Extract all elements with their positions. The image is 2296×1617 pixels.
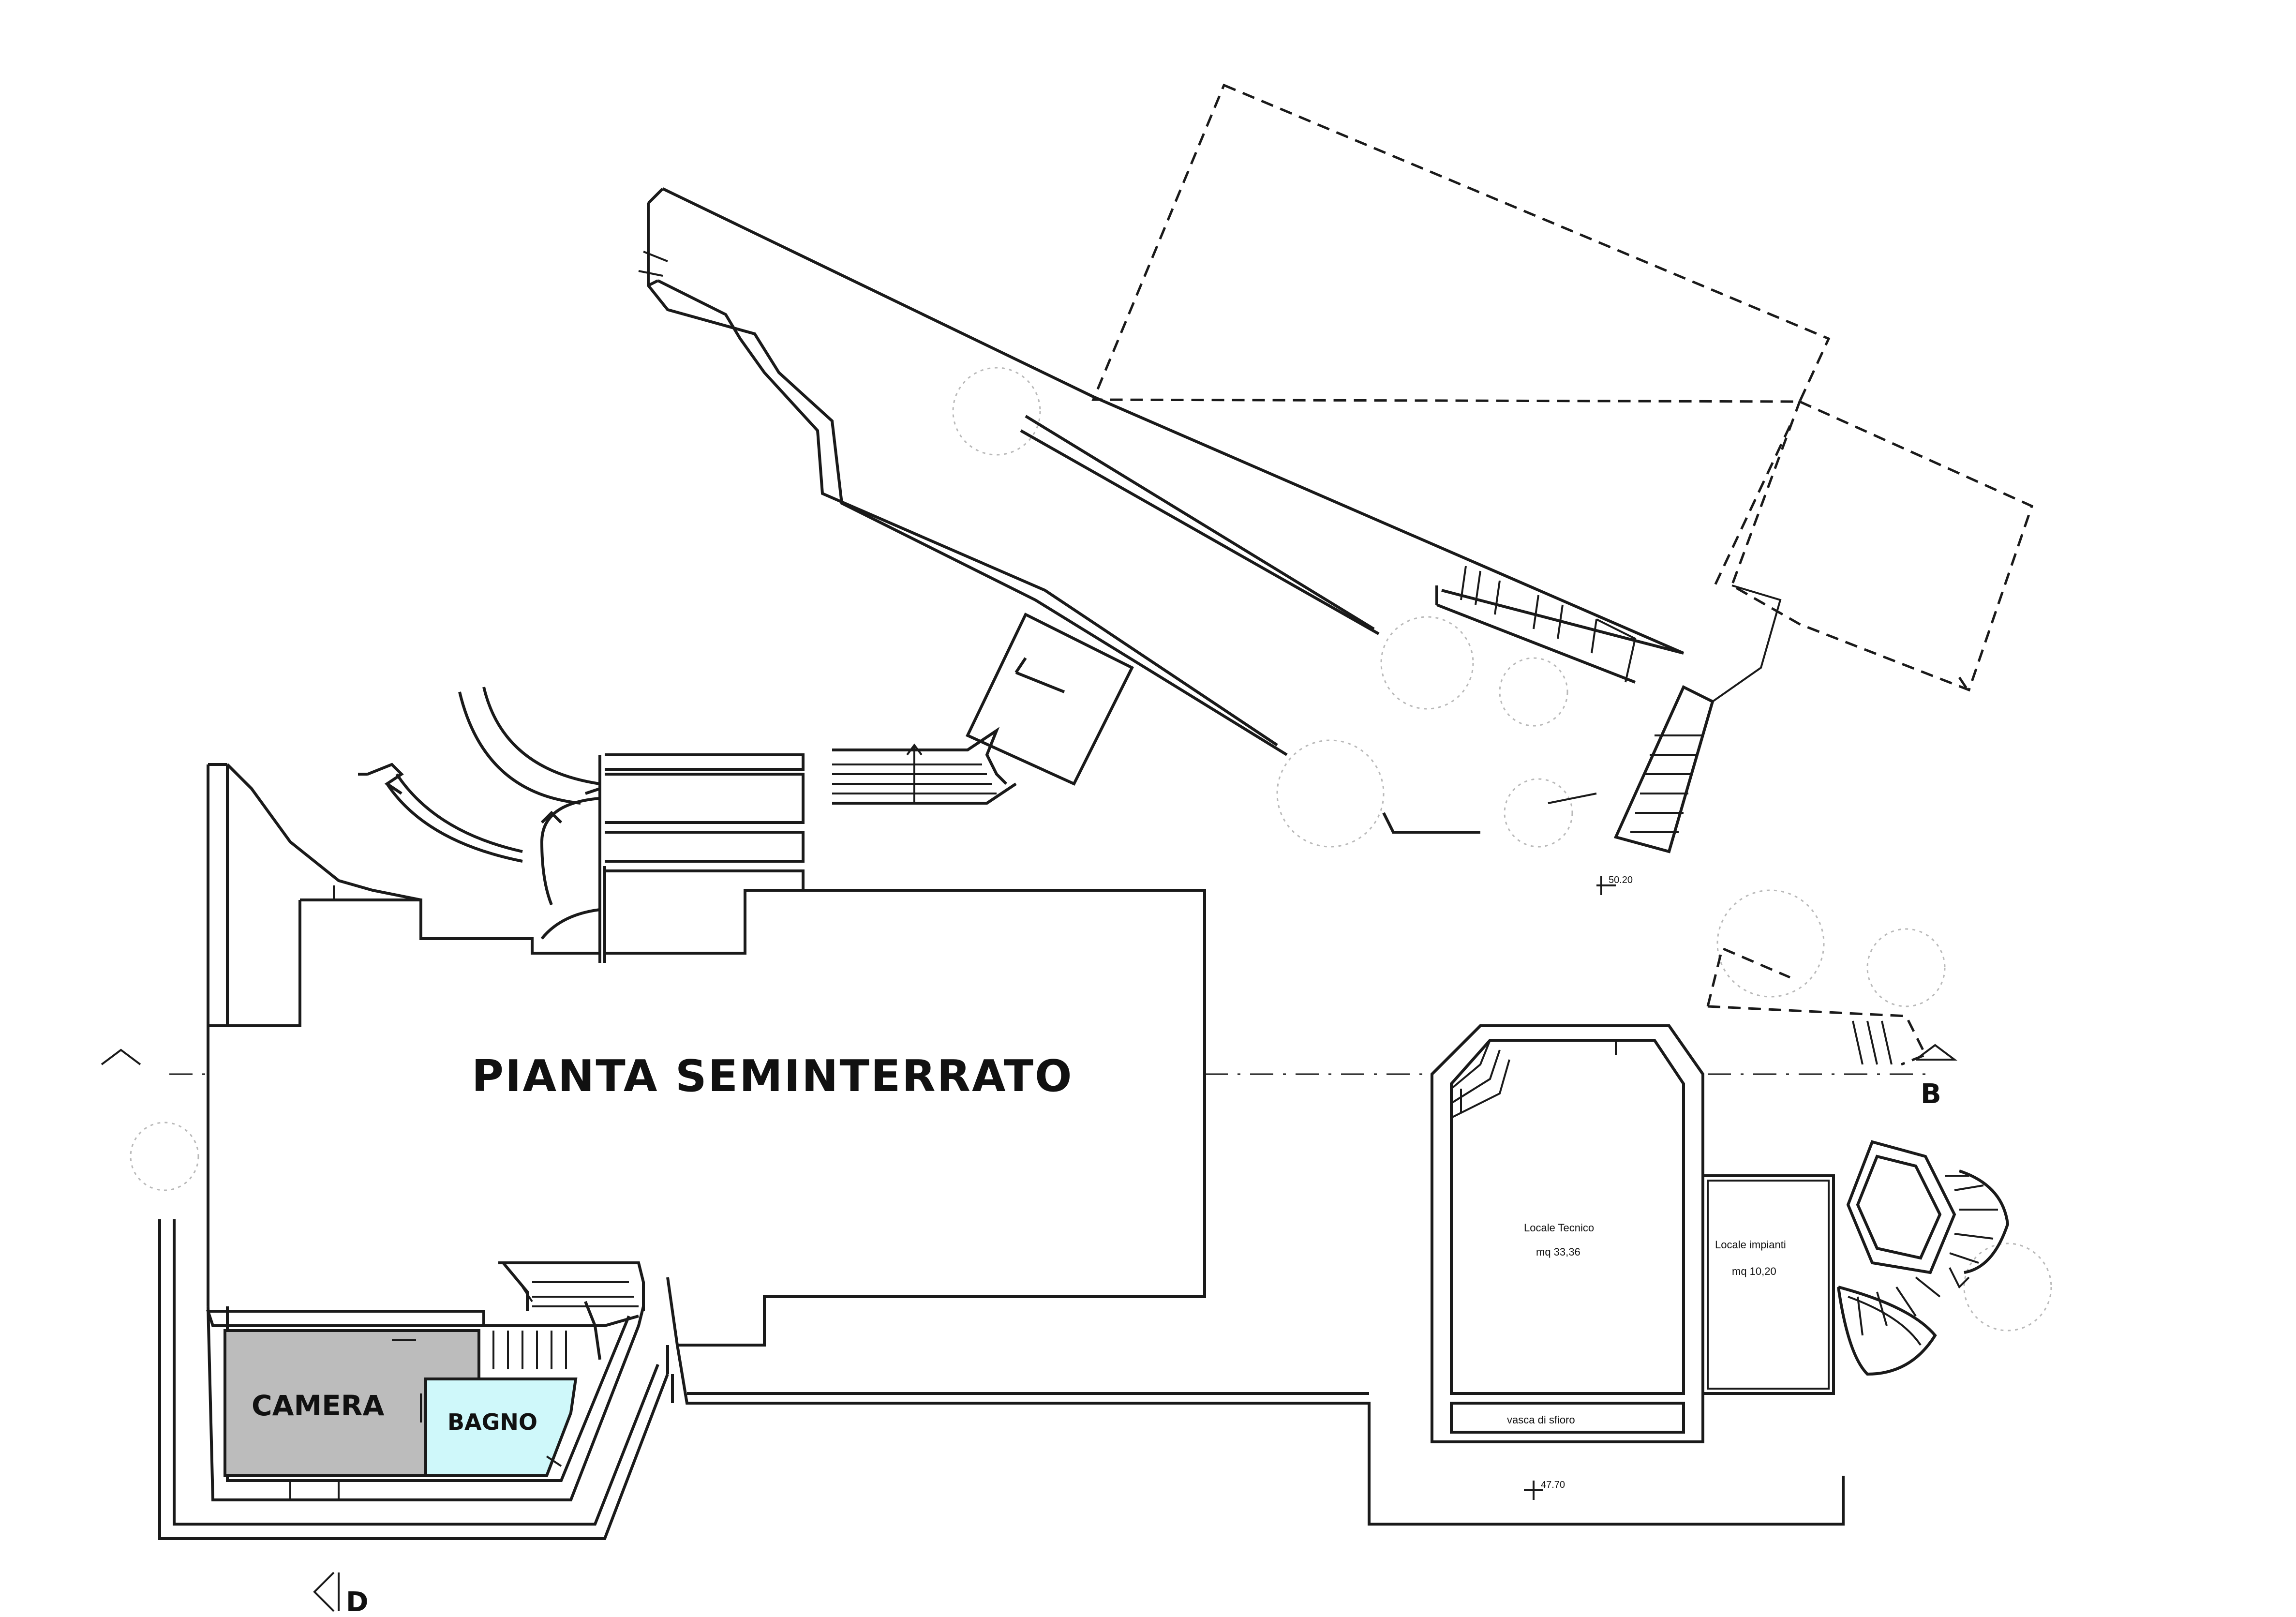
east-stair (1613, 584, 1782, 853)
dashed-terrace (1091, 83, 2034, 693)
ramp-steps (1460, 566, 1637, 683)
diagonal-ramp (638, 187, 1685, 756)
level-upper: 50.20 (1609, 875, 1633, 885)
b-stair (1706, 946, 1927, 1066)
level-marker-lower: 47.70 (1524, 1480, 1565, 1500)
section-b-label: B (1921, 1078, 1941, 1110)
camera-label: CAMERA (252, 1389, 384, 1422)
technical-rooms (1431, 1024, 1835, 1443)
bagno-room (424, 1377, 578, 1477)
vasca-label: vasca di sfioro (1507, 1414, 1575, 1426)
bagno-label: BAGNO (447, 1409, 537, 1435)
basement-outline (207, 687, 1206, 1347)
gazebo (1837, 1140, 2010, 1376)
level-lower: 47.70 (1541, 1480, 1565, 1490)
level-marker-upper: 50.20 (1596, 875, 1633, 895)
section-d-marker: D (313, 1572, 368, 1617)
section-b-marker: B (1915, 1044, 1957, 1110)
locale-impianti-label: Locale impianti (1715, 1239, 1786, 1251)
locale-impianti-area: mq 10,20 (1732, 1265, 1776, 1277)
vegetation (130, 367, 2052, 1332)
section-d-label: D (346, 1587, 368, 1617)
lower-walls (1382, 793, 1597, 834)
plan-title: PIANTA SEMINTERRATO (472, 1051, 1073, 1102)
bedroom-block (206, 1261, 645, 1500)
section-a-marker (101, 1048, 141, 1065)
locale-tecnico-label: Locale Tecnico (1524, 1222, 1594, 1234)
entrance-stair (832, 612, 1134, 805)
locale-tecnico-area: mq 33,36 (1536, 1246, 1580, 1258)
